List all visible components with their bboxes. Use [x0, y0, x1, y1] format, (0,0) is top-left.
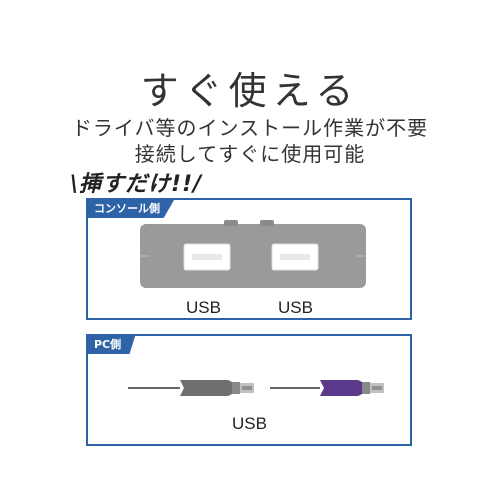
- usb-cables-illustration: [128, 380, 384, 396]
- usb-port-1: [183, 243, 231, 271]
- pc-side-panel: PC側 USB: [86, 334, 412, 446]
- switch-button-left: [224, 220, 238, 226]
- kvm-switch-illustration: [140, 220, 366, 288]
- usb-port-2: [271, 243, 319, 271]
- subtitle-line-2: 接続してすぐに使用可能: [134, 142, 366, 166]
- console-side-panel: コンソール側 USB USB: [86, 198, 412, 320]
- usb-cable-label: USB: [232, 414, 267, 433]
- kvm-switch-body: [140, 224, 366, 288]
- page-title: すぐ使える: [140, 69, 360, 113]
- switch-button-right: [260, 220, 274, 226]
- usb-cable-gray: [128, 380, 254, 396]
- console-side-tab: コンソール側: [88, 200, 174, 218]
- usb-port-label-1: USB: [186, 298, 221, 317]
- usb-port-label-2: USB: [278, 298, 313, 317]
- pc-side-tab: PC側: [88, 336, 136, 354]
- usb-cable-purple: [270, 380, 384, 396]
- subtitle-line-1: ドライバ等のインストール作業が不要: [71, 116, 429, 140]
- slogan: \挿すだけ!!/: [70, 172, 203, 197]
